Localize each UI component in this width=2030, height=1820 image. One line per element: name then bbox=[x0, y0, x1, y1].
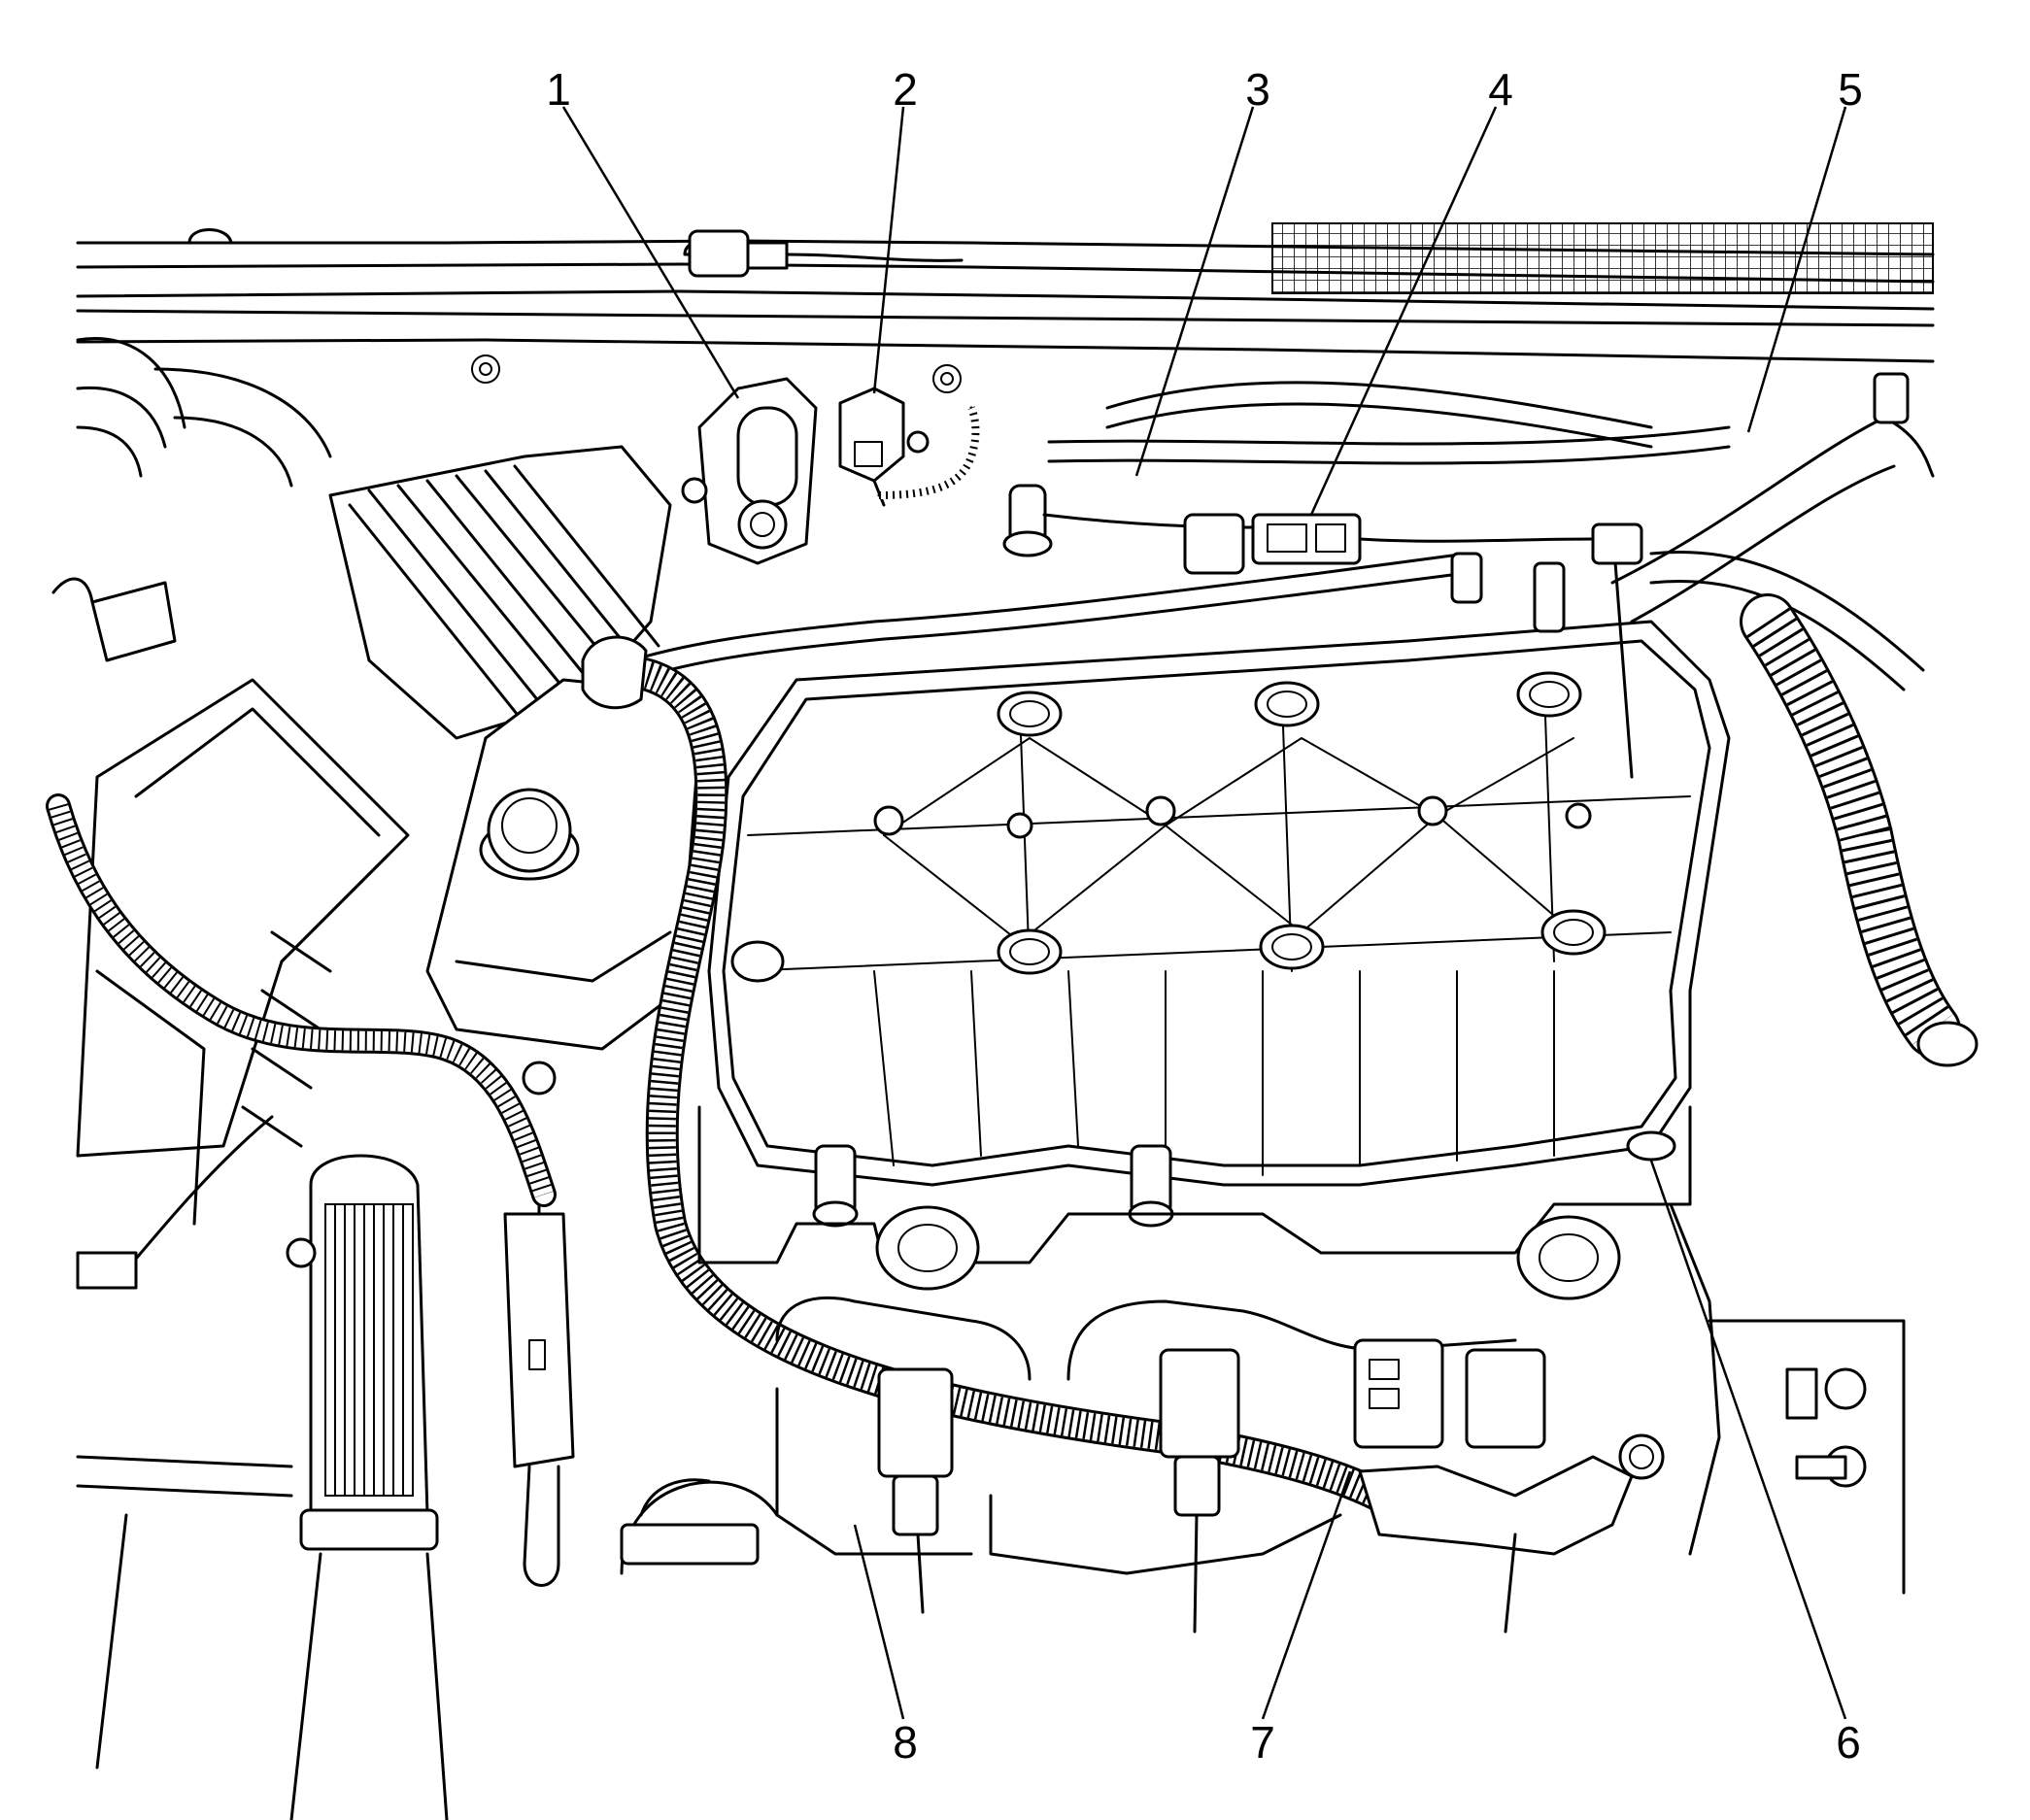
hose-fitting bbox=[688, 229, 964, 278]
air-cleaner-box bbox=[76, 678, 410, 1226]
leader-7 bbox=[1261, 1470, 1352, 1720]
lower-left-structure bbox=[76, 1251, 293, 1769]
leader-6 bbox=[1649, 1160, 1847, 1720]
cowl-panel bbox=[76, 222, 1935, 393]
coolant-reservoir bbox=[425, 678, 701, 1051]
leader-2 bbox=[872, 106, 905, 394]
leader-8 bbox=[853, 1524, 905, 1720]
right-loom bbox=[1740, 593, 1979, 1067]
callout-3: 3 bbox=[1245, 64, 1270, 115]
wire-harness-top bbox=[877, 406, 980, 499]
leader-3 bbox=[1134, 106, 1255, 477]
callout-8: 8 bbox=[893, 1717, 918, 1768]
left-connector bbox=[51, 577, 177, 662]
lower-intake-manifold bbox=[697, 1105, 1906, 1634]
callout-labels: 1 2 3 4 5 6 7 8 bbox=[546, 64, 1863, 1768]
callout-1: 1 bbox=[546, 64, 571, 115]
strut-tower bbox=[76, 337, 332, 488]
callout-6: 6 bbox=[1836, 1717, 1861, 1768]
leader-5 bbox=[1746, 106, 1847, 433]
callout-4: 4 bbox=[1488, 64, 1513, 115]
manifold-top-fittings bbox=[600, 484, 1643, 779]
vacuum-hoses bbox=[1047, 372, 1935, 691]
throttle-body-bracket bbox=[681, 377, 818, 565]
callout-2: 2 bbox=[893, 64, 918, 115]
windshield-mesh bbox=[1271, 222, 1934, 294]
intake-manifold-cover bbox=[707, 620, 1731, 1228]
callout-5: 5 bbox=[1838, 64, 1863, 115]
leader-4 bbox=[1309, 106, 1498, 516]
fuel-filter bbox=[289, 1154, 575, 1820]
leader-lines bbox=[561, 106, 1847, 1720]
leader-1 bbox=[561, 106, 740, 399]
oil-filler-cap bbox=[620, 1478, 779, 1575]
callout-7: 7 bbox=[1250, 1717, 1275, 1768]
sensor-connector-2 bbox=[838, 387, 930, 507]
